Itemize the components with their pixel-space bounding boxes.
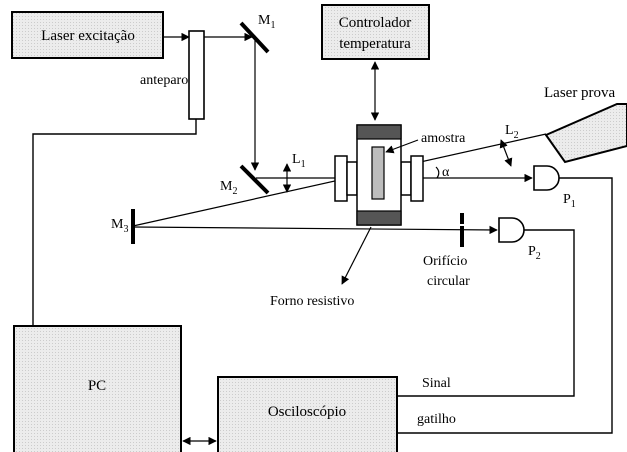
orificio-label-1: Orifício — [423, 254, 467, 269]
osciloscopio-label: Osciloscópio — [268, 404, 346, 420]
wire-p1-gatilho — [397, 177, 613, 434]
mirror-m2 — [239, 164, 270, 195]
sinal-label: Sinal — [422, 376, 451, 391]
mirror-m1 — [239, 21, 270, 54]
p2-label: P2 — [528, 244, 541, 262]
osciloscopio-box: Osciloscópio — [217, 376, 398, 452]
m1-label: M1 — [258, 13, 275, 31]
p1-label: P1 — [563, 192, 576, 210]
forno-resistivo — [334, 124, 424, 226]
alpha-arc — [435, 166, 440, 179]
detector-p1 — [533, 165, 560, 191]
l1-label: L1 — [292, 152, 306, 170]
forno-pointer — [341, 226, 372, 285]
anteparo-screen — [188, 30, 205, 120]
amostra-label: amostra — [421, 131, 466, 146]
controlador-temperatura-box: Controlador temperatura — [321, 4, 430, 60]
l2-label: L2 — [505, 123, 519, 141]
detector-p2 — [498, 217, 525, 243]
temperatura-label: temperatura — [339, 36, 411, 52]
beam-m3-to-p2 — [132, 225, 498, 235]
pc-box: PC — [13, 325, 182, 452]
pc-label: PC — [88, 378, 106, 394]
forno-label: Forno resistivo — [270, 294, 354, 309]
controlador-label: Controlador — [339, 15, 412, 31]
wire-anteparo-to-pc — [32, 119, 197, 326]
anteparo-label: anteparo — [140, 73, 188, 88]
amostra-pointer — [385, 139, 419, 154]
lens-l2 — [499, 139, 513, 167]
laser-excitacao-label: Laser excitação — [41, 28, 135, 44]
m2-label: M2 — [220, 179, 237, 197]
laser-prova-box — [544, 103, 627, 164]
alpha-label: α — [442, 165, 450, 180]
gatilho-label: gatilho — [417, 412, 456, 427]
orificio-label-2: circular — [427, 274, 470, 289]
amostra-sample — [371, 146, 385, 200]
laser-prova-label: Laser prova — [544, 85, 616, 101]
laser-excitacao-box: Laser excitação — [11, 11, 164, 59]
wire-p2-sinal — [397, 229, 575, 397]
m3-label: M3 — [111, 217, 128, 235]
